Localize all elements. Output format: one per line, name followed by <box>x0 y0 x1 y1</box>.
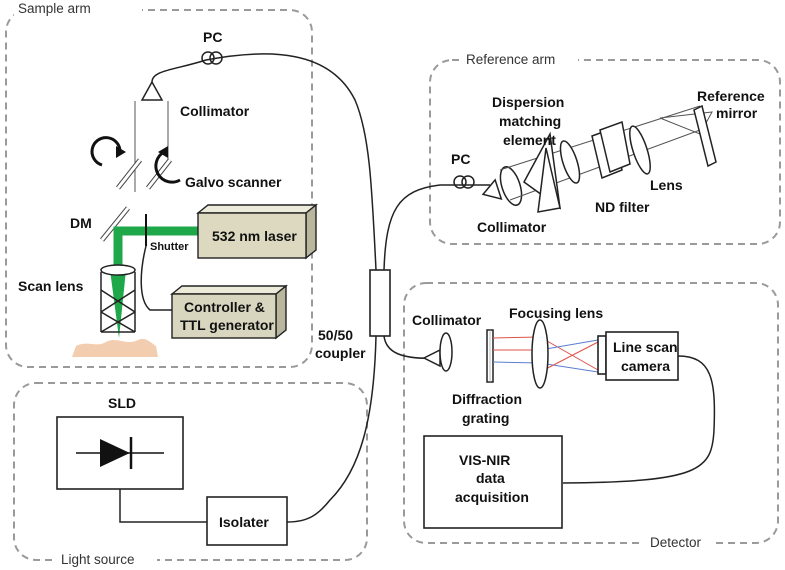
coupler-label-line1: 50/50 <box>318 327 353 343</box>
reference-mirror: Reference mirror <box>693 88 765 168</box>
shutter-to-controller-cable <box>140 245 172 311</box>
dispersion-element: Dispersion matching element <box>492 94 581 213</box>
detector-collimator-label: Collimator <box>412 312 482 328</box>
reference-collimator: Collimator <box>477 166 547 235</box>
dichroic-mirror: DM <box>70 206 130 242</box>
scan-lens: Scan lens <box>18 264 136 333</box>
reference-lens-label: Lens <box>650 177 683 193</box>
daq-label-line3: acquisition <box>455 489 529 505</box>
sample-arm-title: Sample arm <box>18 1 91 16</box>
mirror-label-line1: Reference <box>697 88 765 104</box>
camera-label-line2: camera <box>621 358 670 374</box>
reference-arm-title: Reference arm <box>466 52 555 67</box>
scan-lens-label: Scan lens <box>18 278 84 294</box>
laser-532-box: 532 nm laser <box>196 203 318 260</box>
camera-label-line1: Line scan <box>613 339 678 355</box>
controller-label-line2: TTL generator <box>180 317 274 333</box>
nd-filter: ND filter <box>591 120 650 215</box>
fiber-sld-to-isolater <box>119 489 207 523</box>
dispersion-label-line3: element <box>503 132 556 148</box>
reference-collimator-label: Collimator <box>477 219 547 235</box>
sample-arm-region: Sample arm <box>5 0 313 368</box>
isolater-box: Isolater <box>206 496 288 546</box>
reference-pc-loops: PC <box>451 151 475 189</box>
isolater-label: Isolater <box>219 514 269 530</box>
mirror-label-line2: mirror <box>716 105 758 121</box>
fiber-reference-arm <box>383 184 490 271</box>
fiber-sample-arm <box>151 53 377 271</box>
sld-label: SLD <box>108 395 136 411</box>
daq-label-line2: data <box>476 470 505 486</box>
daq-label-line1: VIS-NIR <box>459 452 510 468</box>
galvo-scanner: Galvo scanner <box>90 136 282 190</box>
dm-label: DM <box>70 215 92 231</box>
sample-collimator-label: Collimator <box>180 103 250 119</box>
light-source-title: Light source <box>61 552 135 567</box>
shutter: Shutter <box>145 214 189 253</box>
shutter-label: Shutter <box>150 241 189 253</box>
reference-pc-label: PC <box>451 151 470 167</box>
daq-box: VIS-NIR data acquisition <box>423 435 563 529</box>
line-scan-camera: Line scan camera <box>597 331 679 381</box>
focusing-lens-label: Focusing lens <box>509 305 603 321</box>
sample-pc-loops: PC <box>201 29 223 65</box>
grating-label-line1: Diffraction <box>452 391 522 407</box>
reference-arm-region: Reference arm <box>429 50 781 245</box>
reference-lens: Lens <box>629 125 683 193</box>
fiber-camera-to-daq <box>562 355 716 484</box>
focusing-lens: Focusing lens <box>509 305 603 389</box>
detector-title: Detector <box>650 535 702 550</box>
sample-pc-label: PC <box>203 29 222 45</box>
green-laser-beam <box>110 226 198 338</box>
sample-collimator: Collimator <box>134 80 250 192</box>
sample-tissue <box>72 338 158 357</box>
dispersion-label-line2: matching <box>499 113 561 129</box>
nd-filter-label: ND filter <box>595 199 650 215</box>
diffraction-grating: Diffraction grating <box>452 329 522 426</box>
controller-label-line1: Controller & <box>184 299 265 315</box>
coupler-label-line2: coupler <box>315 345 366 361</box>
light-source-region: Light source <box>13 382 368 568</box>
grating-label-line2: grating <box>462 410 509 426</box>
galvo-label: Galvo scanner <box>185 174 282 190</box>
detector-collimator: Collimator <box>412 312 482 372</box>
dispersion-label-line1: Dispersion <box>492 94 564 110</box>
fiber-coupler: 50/50 coupler <box>315 269 391 361</box>
controller-box: Controller & TTL generator <box>170 284 288 340</box>
sld-box: SLD <box>56 395 184 490</box>
diode-icon <box>100 439 130 467</box>
fiber-light-source <box>286 335 377 523</box>
laser-label: 532 nm laser <box>212 228 297 244</box>
detector-region: Detector <box>403 282 779 551</box>
